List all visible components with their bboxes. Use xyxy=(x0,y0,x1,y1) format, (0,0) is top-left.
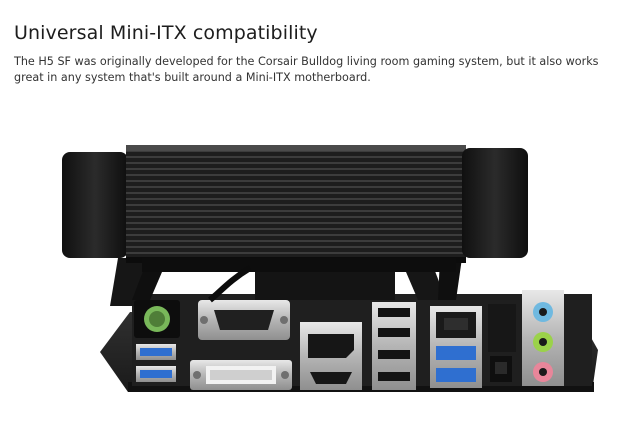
usb2-ports xyxy=(372,302,416,390)
dvi-port xyxy=(190,360,292,390)
displayport-hdmi xyxy=(300,322,362,390)
section-title: Universal Mini-ITX compatibility xyxy=(14,22,318,44)
optical-port xyxy=(488,304,516,382)
ps2-port xyxy=(134,300,180,338)
radiator xyxy=(62,145,528,272)
usb3-ports-left xyxy=(136,344,176,382)
section-description: The H5 SF was originally developed for t… xyxy=(14,55,599,84)
lan-usb3-ports xyxy=(430,306,482,388)
product-photo xyxy=(55,140,600,400)
audio-jacks xyxy=(522,290,564,386)
coolant-tube xyxy=(208,265,252,303)
vga-port xyxy=(198,300,290,340)
